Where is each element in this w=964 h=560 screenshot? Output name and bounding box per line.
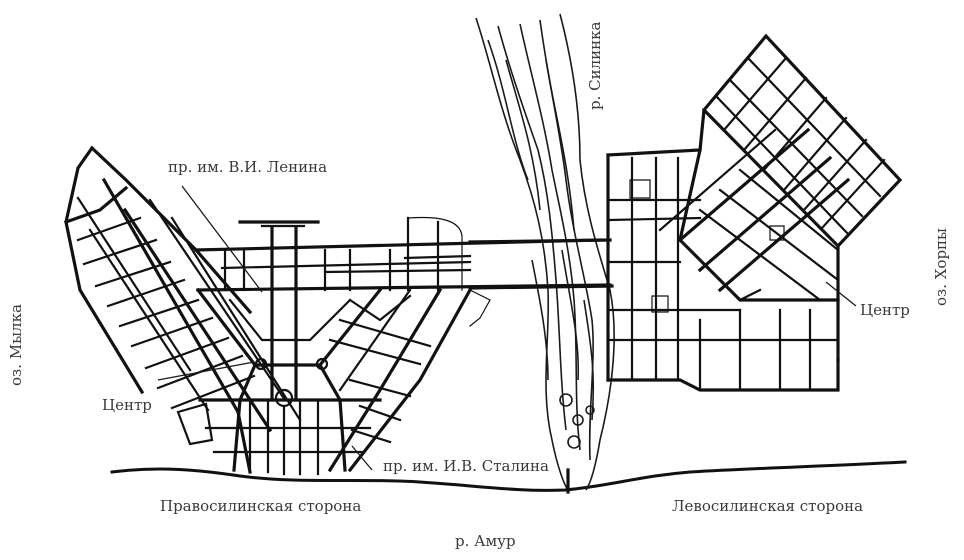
silinka-river [475,13,615,494]
bridge-avenue [468,238,612,244]
left-center-leader [157,361,255,381]
stalin-avenue-label: пр. им. И.В. Сталина [383,457,549,475]
amur-riverbank [110,460,907,492]
right-center-leader [825,281,857,307]
left-district-grid [63,145,612,476]
right-bank-label: Правосилинская сторона [160,497,362,515]
river-amur-label: р. Амур [455,532,516,550]
left-center-label: Центр [102,396,152,414]
stalin-avenue-leader [351,445,373,471]
lenin-avenue-leader [181,185,263,293]
lake-khorpy-label: оз. Хорпы [932,228,950,306]
right-district-grid [606,33,903,392]
left-bank-label: Левосилинская сторона [672,497,864,515]
lenin-avenue-label: пр. им. В.И. Ленина [168,158,328,176]
right-center-label: Центр [860,301,910,319]
lake-mylka-label: оз. Мылка [7,304,25,386]
river-silinka-label: р. Силинка [586,21,604,110]
